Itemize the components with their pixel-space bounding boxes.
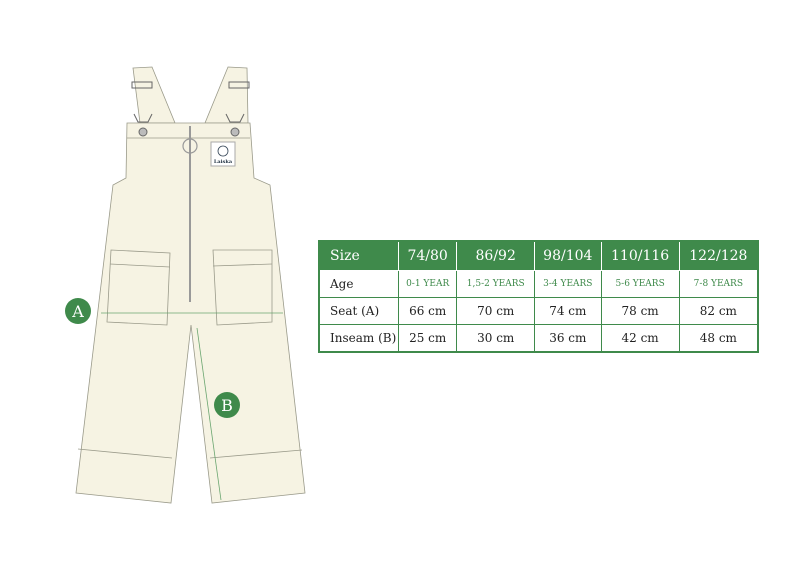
table-row-inseam: Inseam (B) 25 cm 30 cm 36 cm 42 cm 48 cm (318, 324, 759, 353)
table-cell: 5-6 YEARS (600, 270, 680, 298)
size-chart-table: Size 74/80 86/92 98/104 110/116 122/128 … (318, 240, 759, 353)
row-label: Seat (A) (318, 297, 399, 325)
header-size: Size (318, 241, 399, 271)
header-size-col: 86/92 (456, 241, 536, 271)
svg-text:Laiska: Laiska (214, 159, 233, 165)
brand-label: Laiska (210, 141, 236, 167)
left-strap (132, 66, 176, 124)
strap-buckles (131, 81, 250, 137)
row-label: Age (318, 270, 399, 298)
header-size-col: 110/116 (600, 241, 680, 271)
table-header-row: Size 74/80 86/92 98/104 110/116 122/128 (318, 241, 759, 271)
inseam-measure-line (196, 327, 222, 501)
header-size-col: 98/104 (534, 241, 602, 271)
row-label: Inseam (B) (318, 324, 399, 353)
marker-b: B (214, 392, 240, 418)
table-cell: 82 cm (678, 297, 759, 325)
table-row-seat: Seat (A) 66 cm 70 cm 74 cm 78 cm 82 cm (318, 297, 759, 325)
table-cell: 7-8 YEARS (678, 270, 759, 298)
table-cell: 70 cm (456, 297, 536, 325)
svg-text:B: B (221, 396, 233, 415)
right-pocket (212, 249, 273, 326)
table-cell: 1,5-2 YEARS (456, 270, 536, 298)
table-cell: 25 cm (397, 324, 458, 353)
marker-a: A (65, 298, 91, 324)
zipper (182, 126, 198, 302)
left-pocket (106, 249, 171, 326)
header-size-col: 122/128 (678, 241, 759, 271)
table-cell: 42 cm (600, 324, 680, 353)
table-cell: 3-4 YEARS (534, 270, 602, 298)
table-cell: 0-1 YEAR (397, 270, 458, 298)
table-cell: 78 cm (600, 297, 680, 325)
table-cell: 36 cm (534, 324, 602, 353)
table-cell: 30 cm (456, 324, 536, 353)
svg-text:A: A (71, 302, 84, 321)
table-cell: 74 cm (534, 297, 602, 325)
table-cell: 66 cm (397, 297, 458, 325)
header-size-col: 74/80 (397, 241, 458, 271)
table-row-age: Age 0-1 YEAR 1,5-2 YEARS 3-4 YEARS 5-6 Y… (318, 270, 759, 298)
table-cell: 48 cm (678, 324, 759, 353)
